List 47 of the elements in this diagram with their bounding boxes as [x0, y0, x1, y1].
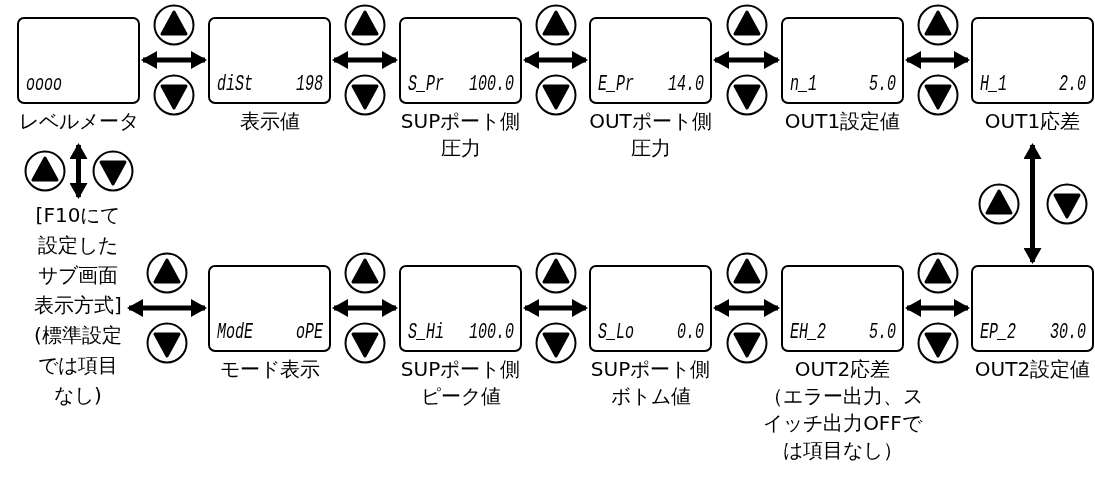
node-label: OUT2設定値: [973, 356, 1092, 383]
display-readout: E_Pr: [598, 73, 634, 96]
display-readout: diSt: [217, 73, 253, 96]
display-readout: oooo: [26, 73, 62, 96]
double-arrow: [1023, 143, 1042, 264]
node-label: OUT1設定値: [783, 108, 902, 135]
display-readout: 30.0: [1050, 321, 1086, 344]
double-arrow: [523, 51, 588, 69]
note-text: (標準設定では項目なし): [33, 322, 123, 409]
display-readout: 5.0: [869, 321, 896, 344]
node-label: SUPポート側ピーク値: [399, 356, 522, 410]
display-readout: n_1: [790, 73, 817, 96]
display-readout: EH_2: [790, 321, 826, 344]
display-readout: ModE: [217, 321, 253, 344]
double-arrow: [713, 299, 780, 317]
display-readout: 2.0: [1059, 73, 1086, 96]
double-arrow: [141, 51, 207, 69]
display-readout: H_1: [980, 73, 1007, 96]
display-readout: 100.0: [469, 73, 514, 96]
display-readout: S_Hi: [408, 321, 444, 344]
double-arrow: [69, 143, 88, 199]
node-label: OUT1応差: [983, 108, 1082, 135]
double-arrow: [905, 51, 970, 69]
double-arrow: [713, 51, 780, 69]
node-label: 表示値: [238, 108, 301, 135]
double-arrow: [523, 299, 588, 317]
node-label: OUT2応差: [793, 356, 892, 383]
node-label: レベルメータ: [17, 108, 140, 135]
display-readout: 198: [296, 73, 323, 96]
node-label: OUTポート側圧力: [588, 108, 713, 162]
node-note: （エラー出力、スイッチ出力OFFでは項目なし）: [761, 383, 924, 464]
double-arrow: [905, 299, 970, 317]
display-readout: S_Lo: [598, 321, 634, 344]
display-readout: 100.0: [469, 321, 514, 344]
display-readout: 0.0: [677, 321, 704, 344]
display-readout: EP_2: [980, 321, 1016, 344]
node-label: モード表示: [218, 356, 321, 383]
note-text: [F10にて設定したサブ画面表示方式]: [33, 202, 123, 319]
double-arrow: [332, 51, 398, 69]
node-label: SUPポート側圧力: [399, 108, 522, 162]
display-readout: S_Pr: [408, 73, 444, 96]
double-arrow: [332, 299, 398, 317]
node-label: SUPポート側ボトム値: [589, 356, 712, 410]
display-readout: 5.0: [869, 73, 896, 96]
display-readout: 14.0: [668, 73, 704, 96]
double-arrow: [127, 299, 207, 317]
display-readout: oPE: [296, 321, 323, 344]
